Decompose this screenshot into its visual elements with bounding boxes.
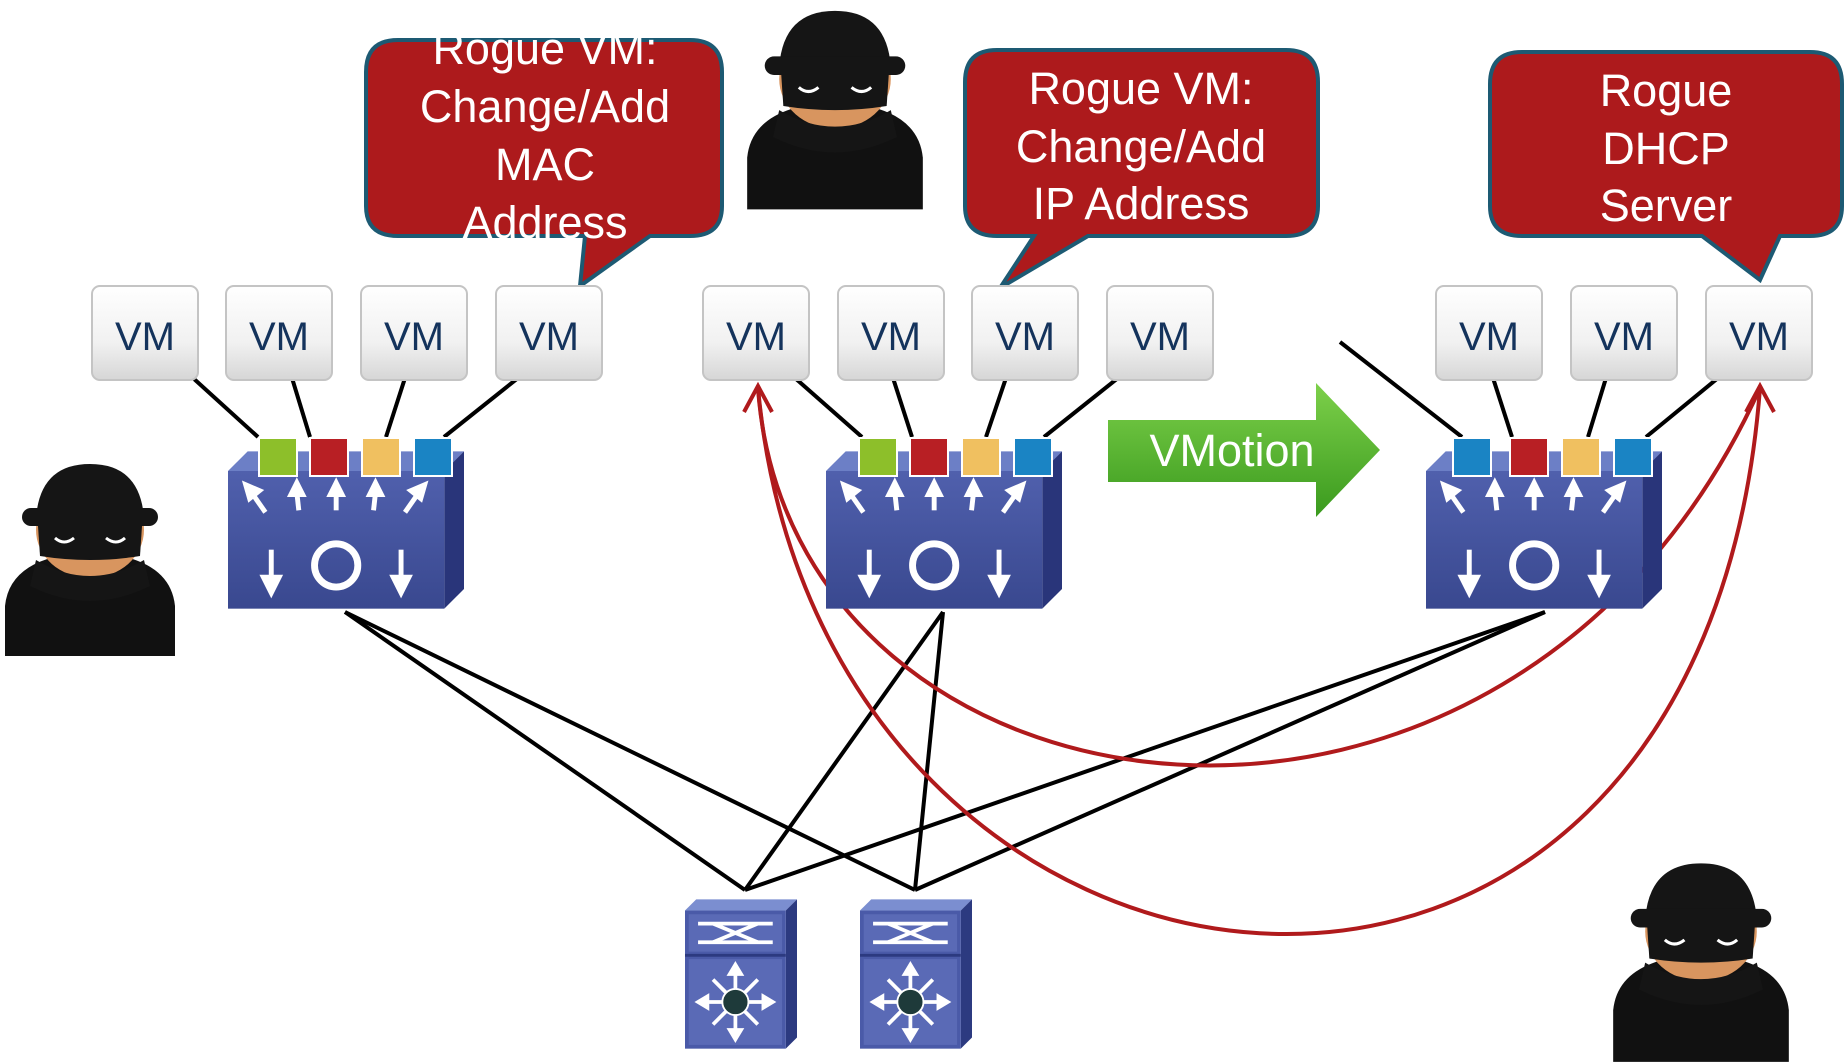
virtual-switch-3: [1426, 437, 1662, 609]
port-blue: [1613, 437, 1653, 477]
vm-label: VM: [1594, 315, 1654, 359]
port-yellow: [1561, 437, 1601, 477]
bubble-ip-line-1: Rogue VM:: [1028, 63, 1253, 114]
vm-group-1: VM VM VM VM: [91, 285, 603, 381]
vm-box: VM: [702, 285, 810, 381]
port-blue: [1013, 437, 1053, 477]
port-green: [258, 437, 298, 477]
vm-box: VM: [225, 285, 333, 381]
port-yellow: [961, 437, 1001, 477]
core-switch-icon: [685, 898, 797, 1050]
bubble-mac-line-4: Address: [462, 197, 627, 248]
vm-box: VM: [360, 285, 468, 381]
vm-label: VM: [249, 315, 309, 359]
port-yellow: [361, 437, 401, 477]
attack-path-outer: [756, 387, 1762, 936]
port-red: [309, 437, 349, 477]
vm-label: VM: [1459, 315, 1519, 359]
port-blue: [413, 437, 453, 477]
uplink-lines: [343, 610, 1546, 892]
vm-group-2: VM VM VM VM: [702, 285, 1214, 381]
virtual-switch-1: [228, 437, 464, 609]
vm-label: VM: [1130, 315, 1190, 359]
vm-label: VM: [384, 315, 444, 359]
vmotion-arrow: VMotion: [1108, 383, 1380, 517]
vm-box: VM: [1570, 285, 1678, 381]
virtual-switch-2: [826, 437, 1062, 609]
vm-port-links: [191, 340, 1720, 439]
port-red: [1509, 437, 1549, 477]
bubble-mac-line-1: Rogue VM:: [432, 23, 657, 74]
bubble-dhcp-line-2: DHCP: [1602, 123, 1730, 174]
bubble-mac-line-3: MAC: [495, 139, 595, 190]
vm-box: VM: [495, 285, 603, 381]
bubble-mac-line-2: Change/Add: [420, 81, 670, 132]
vm-label: VM: [995, 315, 1055, 359]
vmotion-label: VMotion: [1149, 425, 1314, 476]
hacker-icon: [1611, 861, 1791, 1062]
bubble-dhcp-line-1: Rogue: [1600, 65, 1733, 116]
bubble-dhcp: Rogue DHCP Server: [1488, 50, 1844, 284]
vm-box: VM: [971, 285, 1079, 381]
bubble-ip-line-2: Change/Add: [1016, 121, 1266, 172]
vm-label: VM: [726, 315, 786, 359]
vm-box: VM: [837, 285, 945, 381]
vm-label: VM: [519, 315, 579, 359]
bubble-ip: Rogue VM: Change/Add IP Address: [963, 48, 1320, 290]
vm-label: VM: [115, 315, 175, 359]
port-red: [909, 437, 949, 477]
vm-box: VM: [1435, 285, 1543, 381]
vm-box: VM: [1106, 285, 1214, 381]
vm-label: VM: [1729, 315, 1789, 359]
hacker-icon: [3, 462, 177, 658]
port-green: [858, 437, 898, 477]
hacker-icon: [745, 9, 925, 210]
port-blue: [1452, 437, 1492, 477]
bubble-dhcp-line-3: Server: [1600, 180, 1733, 231]
vm-box: VM: [91, 285, 199, 381]
vm-label: VM: [861, 315, 921, 359]
bubble-ip-line-3: IP Address: [1033, 178, 1250, 229]
bubble-mac: Rogue VM: Change/Add MAC Address: [364, 23, 724, 291]
core-switch-icon: [860, 898, 972, 1050]
vm-box: VM: [1705, 285, 1813, 381]
vm-group-3: VM VM VM: [1435, 285, 1813, 381]
